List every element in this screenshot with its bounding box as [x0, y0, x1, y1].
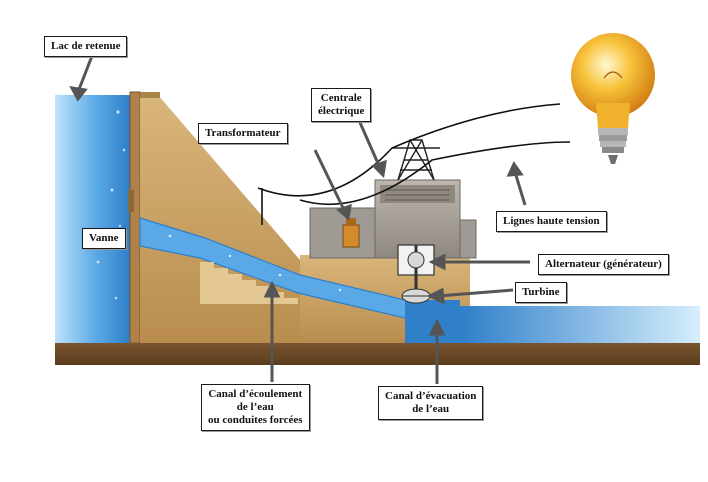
label-canal-evacuation: Canal d’évacuation de l’eau	[378, 386, 484, 420]
dam-body	[140, 95, 300, 343]
label-centrale-electrique: Centrale électrique	[311, 88, 372, 122]
arrows	[69, 55, 530, 384]
pylon-icon	[392, 139, 440, 181]
power-lines	[257, 103, 571, 225]
reservoir-water	[55, 95, 130, 343]
tailrace-water	[405, 300, 460, 343]
label-canal-ecoulement-line-1: Canal d’écoulement	[208, 388, 303, 400]
roof-slats	[385, 189, 450, 201]
label-canal-evacuation-line-2: de l’eau	[412, 403, 450, 415]
label-alternateur-text: Alternateur (générateur)	[545, 258, 662, 270]
label-lac-de-retenue: Lac de retenue	[44, 36, 128, 57]
label-vanne-text: Vanne	[89, 232, 119, 244]
ground	[55, 343, 700, 365]
label-transformateur-text: Transformateur	[205, 127, 281, 139]
label-alternateur: Alternateur (générateur)	[538, 254, 669, 275]
label-turbine-text: Turbine	[522, 286, 560, 298]
label-canal-evacuation-line-1: Canal d’évacuation	[385, 390, 477, 402]
label-centrale-line-2: électrique	[318, 105, 365, 117]
light-bulb-icon	[571, 33, 655, 164]
side-block	[459, 219, 477, 259]
label-transformateur: Transformateur	[198, 123, 288, 144]
dam-crest	[140, 92, 160, 98]
gate	[128, 190, 134, 212]
outlet-water	[460, 306, 700, 343]
label-lac-text: Lac de retenue	[51, 40, 121, 52]
label-lignes-haute-tension: Lignes haute tension	[496, 211, 607, 232]
label-turbine: Turbine	[515, 282, 567, 303]
penstock-bubbles	[168, 234, 342, 292]
turbine-icon	[401, 288, 431, 304]
dam-wall	[129, 91, 141, 344]
water-bubbles	[96, 110, 126, 300]
label-vanne: Vanne	[82, 228, 126, 249]
label-canal-ecoulement-line-2: de l’eau	[236, 401, 274, 413]
label-canal-ecoulement: Canal d’écoulement de l’eau ou conduites…	[201, 384, 310, 431]
label-centrale-line-1: Centrale	[320, 92, 362, 104]
label-canal-ecoulement-line-3: ou conduites forcées	[208, 414, 303, 426]
transformer-icon	[342, 218, 360, 248]
label-lignes-text: Lignes haute tension	[503, 215, 600, 227]
